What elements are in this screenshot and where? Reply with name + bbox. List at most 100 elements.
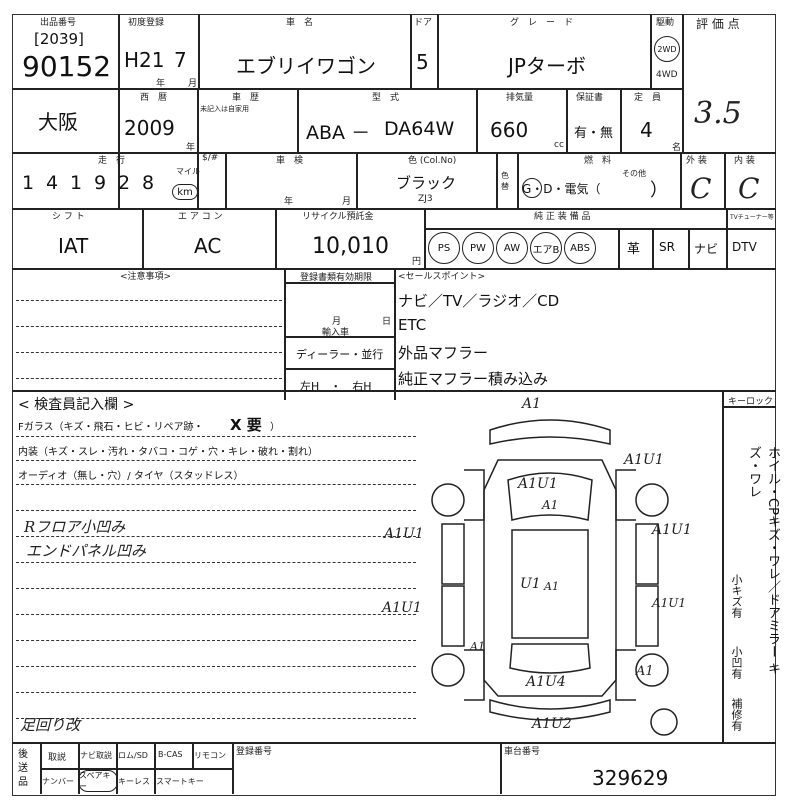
- damage-mark: A1: [542, 498, 559, 512]
- mileage-unit-mile: マイル: [176, 167, 200, 176]
- sales-point-3: 外品マフラー: [398, 344, 489, 362]
- model-prefix: ABA －: [306, 122, 371, 144]
- rule: [688, 228, 690, 268]
- door-label: ドア: [414, 18, 433, 28]
- model-year-unit: 年: [186, 143, 196, 153]
- drive-2wd: 2WD: [657, 44, 677, 54]
- shift: IAT: [58, 234, 89, 258]
- lot-sub: [2039]: [34, 30, 84, 48]
- right-front-door: [635, 523, 659, 585]
- drive-4wd: 4WD: [656, 70, 678, 80]
- color: ブラック: [396, 174, 457, 192]
- reg-label: 登録番号: [236, 747, 273, 757]
- interior-label: 内 装: [734, 156, 755, 166]
- model-year: 2009: [124, 116, 175, 140]
- roof: [511, 529, 589, 639]
- equipment-item: AW: [496, 232, 528, 264]
- warranty-label: 保証書: [576, 93, 604, 103]
- damage-mark: A1: [522, 396, 542, 412]
- bottom-item: キーレス: [118, 777, 150, 786]
- region: 大阪: [38, 110, 78, 134]
- equipment-item: ABS: [564, 232, 596, 264]
- capacity: 4: [640, 118, 653, 142]
- chassis-label: 車台番号: [504, 747, 541, 757]
- chassis-number: 329629: [592, 766, 669, 790]
- dash-line: [16, 352, 282, 353]
- hand-note-1: Rフロア小凹み: [24, 518, 126, 536]
- body-outline: [483, 459, 617, 697]
- equip-dtv: DTV: [732, 240, 757, 254]
- sheet-frame: [12, 14, 776, 796]
- model-label: 型 式: [372, 93, 400, 103]
- dash-line: [16, 378, 282, 379]
- rule: [680, 152, 682, 208]
- rule: [650, 14, 652, 88]
- lot-number: 90152: [22, 50, 112, 83]
- wheel-right-front: [635, 483, 669, 517]
- rule: [142, 208, 144, 268]
- shift-label: シ フ ト: [52, 212, 85, 222]
- rule: [496, 152, 498, 208]
- equip-leather: 革: [627, 242, 641, 257]
- bottom-item: リモコン: [194, 751, 226, 760]
- mileage-label: 走 行: [98, 156, 126, 166]
- rule: [12, 88, 682, 90]
- mileage-digit: 8: [141, 172, 155, 194]
- rule: [225, 152, 227, 208]
- dash-line: [16, 510, 416, 511]
- damage-mark: A1U1: [652, 596, 687, 610]
- rule: [275, 208, 277, 268]
- chk-label: 後送品: [18, 749, 28, 788]
- front-bumper: [489, 419, 611, 445]
- rear-window: [509, 643, 591, 674]
- rule: [284, 336, 394, 338]
- score: 3.5: [694, 96, 742, 131]
- damage-mark: A1U1: [518, 476, 558, 492]
- rule: [437, 14, 439, 88]
- left-rear-door: [441, 585, 465, 647]
- wheel-left-front: [431, 483, 465, 517]
- rule: [682, 14, 684, 152]
- right-small-2: 小凹有: [730, 646, 743, 679]
- first-reg-label: 初度登録: [128, 18, 165, 28]
- car-diagram: [431, 419, 678, 736]
- right-rear-door: [635, 585, 659, 647]
- rule: [618, 228, 620, 268]
- handle-option: 左H ・ 右H: [300, 380, 372, 393]
- rule: [192, 742, 194, 768]
- damage-mark: A1U1: [624, 452, 664, 468]
- left-front-door: [441, 523, 465, 585]
- rule: [410, 14, 412, 88]
- exterior-grade: C: [690, 172, 712, 205]
- displacement-label: 排気量: [506, 93, 534, 103]
- dash-line: [16, 436, 416, 437]
- ac: AC: [194, 234, 222, 258]
- damage-mark: U1: [520, 576, 541, 592]
- capacity-unit: 名: [672, 143, 682, 153]
- hand-note-2: エンドパネル凹み: [26, 542, 147, 560]
- equipment-item: PW: [462, 232, 494, 264]
- exterior-label: 外 装: [686, 156, 707, 166]
- rule: [284, 368, 394, 370]
- equip-sr: SR: [659, 240, 675, 254]
- damage-mark: A1U1: [384, 526, 424, 542]
- rule: [724, 152, 726, 208]
- caution-label: <注意事項>: [120, 272, 172, 282]
- ac-label: エ ア コ ン: [178, 212, 223, 222]
- rule: [116, 742, 118, 794]
- month-unit: 月: [188, 79, 198, 89]
- spare-key-circle: スペアキー: [78, 770, 118, 792]
- interior-line: 内装（キズ・スレ・汚れ・タバコ・コゲ・穴・キレ・破れ・割れ）: [18, 447, 318, 458]
- history-label: 車 歴: [232, 93, 260, 103]
- rule: [154, 742, 156, 794]
- first-reg-month: 7: [174, 48, 187, 72]
- dash-line: [16, 640, 416, 641]
- dash-line: [16, 300, 282, 301]
- rule: [394, 268, 396, 400]
- dash-line: [16, 692, 416, 693]
- score-label: 評 価 点: [696, 17, 740, 31]
- rule: [197, 152, 199, 208]
- mileage-digit: 9: [93, 172, 107, 194]
- damage-mark: A1: [470, 640, 485, 653]
- dash-line: [16, 588, 416, 589]
